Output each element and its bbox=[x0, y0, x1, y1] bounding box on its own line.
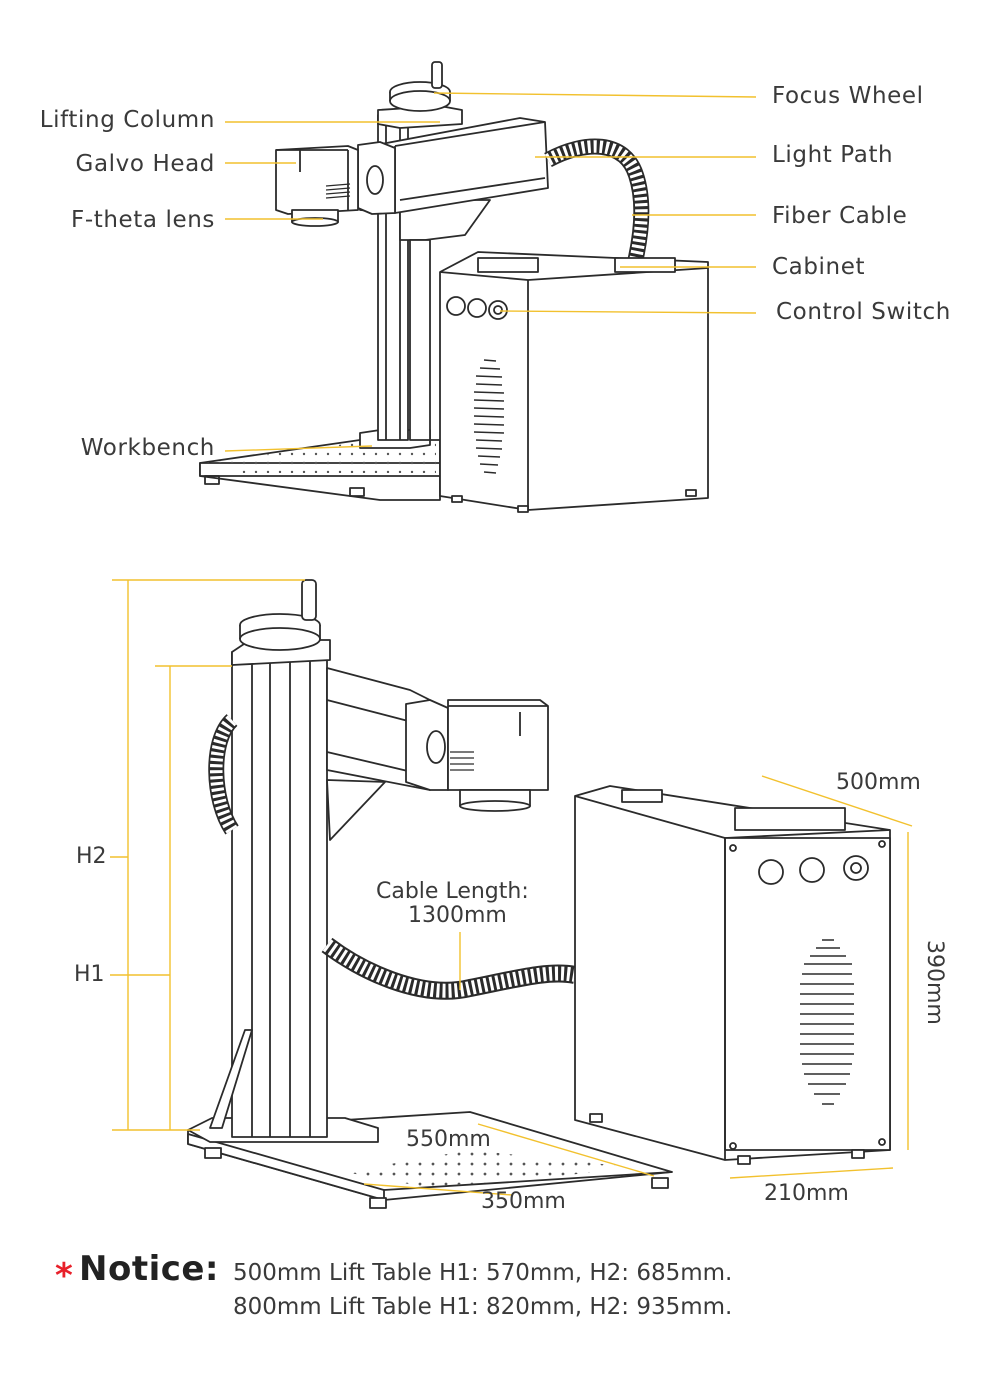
label-lifting-column: Lifting Column bbox=[39, 107, 215, 133]
dim-table-length: 550mm bbox=[406, 1127, 491, 1152]
label-light-path: Light Path bbox=[772, 142, 894, 168]
top-machine-drawing bbox=[199, 61, 709, 513]
notice-title: Notice: bbox=[79, 1249, 220, 1289]
dim-cable-label-2: 1300mm bbox=[408, 903, 507, 928]
dim-cable-label-1: Cable Length: bbox=[376, 879, 529, 904]
galvo-head-shape bbox=[275, 145, 359, 215]
notice-line-1: 500mm Lift Table H1: 570mm, H2: 685mm. bbox=[233, 1260, 733, 1286]
label-f-theta-lens: F-theta lens bbox=[71, 207, 215, 233]
top-leader-lines bbox=[224, 92, 757, 452]
label-galvo-head: Galvo Head bbox=[75, 151, 215, 177]
dim-cabinet-length: 500mm bbox=[836, 770, 921, 795]
notice-star-icon: * bbox=[55, 1256, 73, 1296]
dimension-lines bbox=[110, 579, 913, 1196]
bottom-cabinet bbox=[574, 785, 891, 1165]
cabinet-shape bbox=[439, 251, 709, 513]
bottom-galvo-head bbox=[447, 699, 549, 791]
fiber-cable-shape bbox=[544, 138, 650, 264]
dim-h1: H1 bbox=[74, 962, 105, 987]
label-focus-wheel: Focus Wheel bbox=[772, 83, 924, 109]
label-fiber-cable: Fiber Cable bbox=[772, 203, 908, 229]
dim-h2: H2 bbox=[76, 844, 107, 869]
dim-cabinet-height: 390mm bbox=[922, 940, 947, 1025]
dim-cabinet-width: 210mm bbox=[764, 1181, 849, 1206]
bottom-column bbox=[231, 651, 328, 1138]
notice-line-2: 800mm Lift Table H1: 820mm, H2: 935mm. bbox=[233, 1294, 733, 1320]
label-control-switch: Control Switch bbox=[776, 299, 951, 325]
bottom-machine-drawing bbox=[187, 579, 891, 1209]
label-cabinet: Cabinet bbox=[772, 254, 866, 280]
label-workbench: Workbench bbox=[80, 435, 215, 461]
light-path-arm bbox=[359, 117, 549, 214]
bottom-fiber-cable bbox=[321, 937, 577, 1000]
dim-table-width: 350mm bbox=[481, 1189, 566, 1214]
